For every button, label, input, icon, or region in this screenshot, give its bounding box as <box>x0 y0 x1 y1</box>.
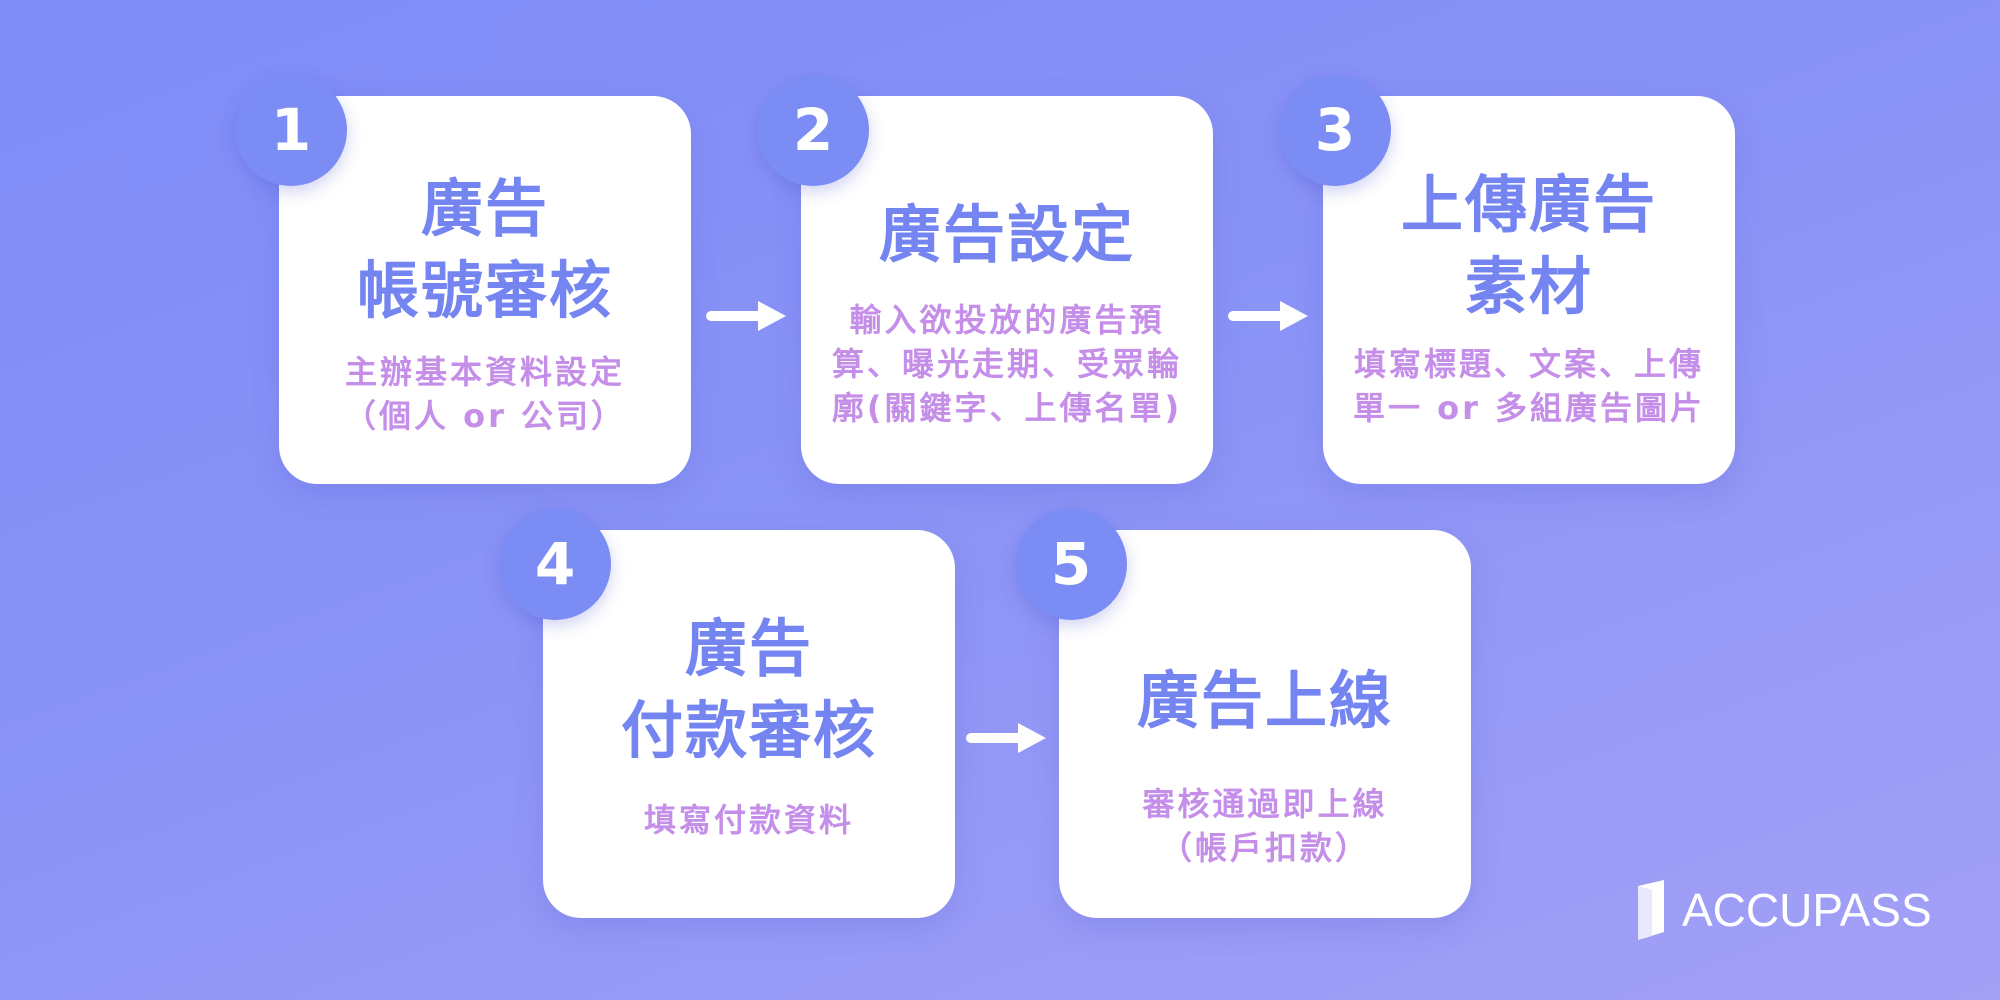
step-title-line: 廣告上線 <box>1136 664 1393 737</box>
step-desc-line: 算、曝光走期、受眾輪 <box>831 345 1182 383</box>
step-card-2: 2 廣告設定 輸入欲投放的廣告預 算、曝光走期、受眾輪 廓(關鍵字、上傳名單) <box>757 74 1213 484</box>
step-title-line: 帳號審核 <box>356 254 613 327</box>
brand-name: ACCUPASS <box>1682 884 1932 936</box>
step-title-line: 廣告 <box>684 612 813 685</box>
step-card-5: 5 廣告上線 審核通過即上線 （帳戶扣款） <box>1015 508 1471 918</box>
step-desc-line: 填寫付款資料 <box>643 801 854 839</box>
step-desc-line: 廓(關鍵字、上傳名單) <box>831 389 1183 427</box>
step-desc-line: 審核通過即上線 <box>1142 785 1388 823</box>
brand-logo: ACCUPASS <box>1634 880 1932 940</box>
step-desc-line: （個人 or 公司） <box>343 397 627 435</box>
step-number-badge: 4 <box>499 508 611 620</box>
arrow-right-icon <box>706 301 786 331</box>
step-card-4: 4 廣告 付款審核 填寫付款資料 <box>499 508 955 918</box>
step-number-badge: 1 <box>235 74 347 186</box>
arrow-right-icon <box>966 723 1046 753</box>
step-number-badge: 3 <box>1279 74 1391 186</box>
step-desc-line: 主辦基本資料設定 <box>344 353 625 391</box>
step-title-line: 廣告設定 <box>878 198 1135 271</box>
step-card-3: 3 上傳廣告 素材 填寫標題、文案、上傳 單一 or 多組廣告圖片 <box>1279 74 1735 484</box>
step-title-line: 廣告 <box>420 172 549 245</box>
step-number-badge: 5 <box>1015 508 1127 620</box>
step-desc-line: 輸入欲投放的廣告預 <box>849 301 1165 339</box>
step-desc-line: （帳戶扣款） <box>1159 829 1370 867</box>
accupass-logo-icon <box>1638 880 1664 940</box>
step-title-line: 付款審核 <box>620 694 877 767</box>
step-desc-line: 單一 or 多組廣告圖片 <box>1352 389 1706 427</box>
step-title-line: 素材 <box>1464 250 1593 323</box>
step-desc-line: 填寫標題、文案、上傳 <box>1353 345 1704 383</box>
step-title-line: 上傳廣告 <box>1400 168 1657 241</box>
step-card-1: 1 廣告 帳號審核 主辦基本資料設定 （個人 or 公司） <box>235 74 691 484</box>
step-number-badge: 2 <box>757 74 869 186</box>
arrow-right-icon <box>1228 301 1308 331</box>
